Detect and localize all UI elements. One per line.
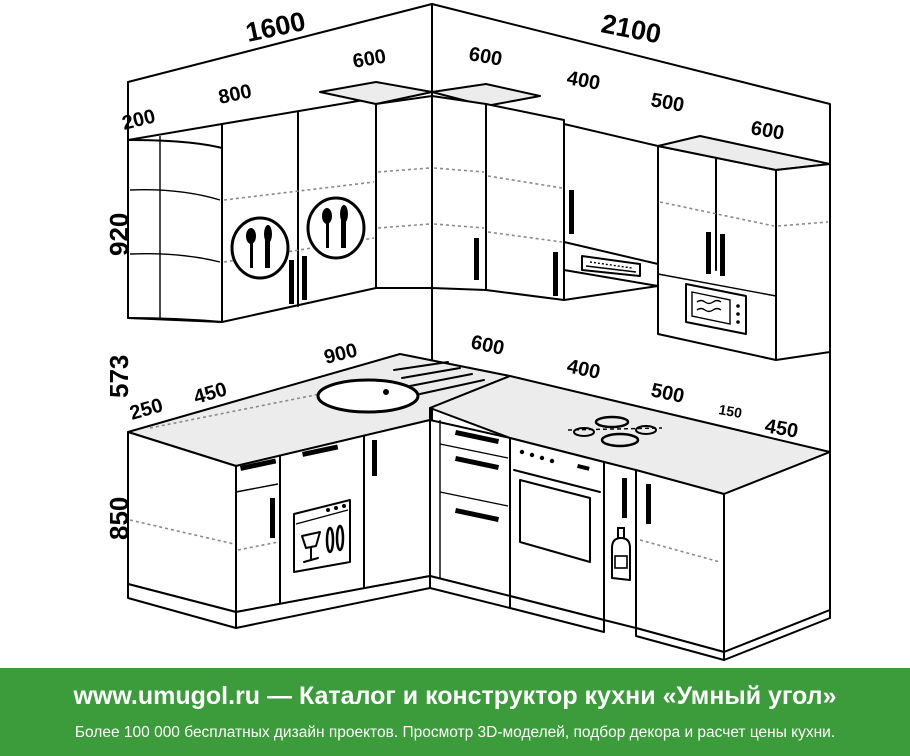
dim-1600: 1600 (243, 6, 308, 48)
cabinet-handle (553, 252, 558, 296)
dim-400-ur: 400 (565, 67, 602, 94)
dim-600-ur: 600 (467, 43, 504, 70)
dim-250: 250 (127, 394, 165, 424)
dim-900: 900 (322, 339, 360, 368)
dim-573: 573 (104, 355, 134, 398)
upper-microwave-cabinet (657, 135, 831, 361)
banner-subtitle: Более 100 000 бесплатных дизайн проектов… (74, 724, 836, 741)
upper-right-cabinet (485, 103, 565, 301)
cabinet-handle (270, 498, 275, 538)
upper-corner-cabinet (319, 81, 541, 291)
drawer-handle (454, 430, 500, 445)
cabinet-handle (474, 238, 479, 280)
upper-left-open-shelf (127, 123, 223, 323)
upper-hood-cabinet (563, 123, 659, 301)
bottle-icon (611, 527, 631, 581)
dim-600-ul: 600 (351, 45, 388, 72)
range-hood (581, 255, 641, 277)
upper-left-cabinet (221, 97, 377, 323)
dim-800: 800 (216, 80, 253, 108)
dim-850: 850 (104, 497, 134, 540)
cabinet-handle (289, 260, 294, 304)
dim-500-lr: 500 (649, 379, 686, 407)
cutlery-plate-icon (306, 196, 366, 260)
dim-400-lr: 400 (565, 355, 602, 383)
cabinet-handle (372, 440, 377, 476)
lower-corner-drawers (429, 419, 511, 609)
dim-600-lr: 600 (469, 331, 506, 359)
cabinet-handle (646, 484, 651, 524)
cutlery-plate-icon (230, 216, 290, 280)
cabinet-handle (622, 478, 627, 518)
kitchen-layout-drawing: 1600 2100 200 800 600 600 400 500 600 92… (104, 3, 831, 661)
cabinet-handle (302, 256, 307, 300)
sink-icon (316, 378, 420, 414)
footer-banner: www.umugol.ru — Каталог и конструктор ку… (0, 668, 910, 756)
banner-title[interactable]: www.umugol.ru — Каталог и конструктор ку… (73, 682, 837, 710)
cabinet-handle (706, 232, 711, 274)
dim-2100: 2100 (599, 8, 664, 49)
dim-150: 150 (717, 401, 743, 421)
drawer-handle (302, 444, 339, 457)
dim-500-ur: 500 (649, 89, 686, 116)
drainer-grooves (393, 361, 485, 395)
cabinet-handle (720, 234, 725, 276)
cabinet-handle (569, 190, 574, 234)
lower-bottle-rack (603, 461, 637, 629)
lower-right-cabinet (635, 451, 831, 661)
drawer-handle (454, 456, 500, 471)
dishwasher-icon (293, 499, 351, 573)
dim-920: 920 (104, 213, 134, 256)
dim-200: 200 (120, 105, 158, 134)
hob-icon (567, 415, 663, 448)
drawer-handle (239, 458, 277, 471)
drawer-handle (454, 508, 500, 523)
dim-600-ur2: 600 (749, 117, 786, 144)
lower-oven (509, 437, 605, 633)
lower-left-cabinets (127, 419, 431, 629)
microwave-icon (685, 283, 747, 335)
